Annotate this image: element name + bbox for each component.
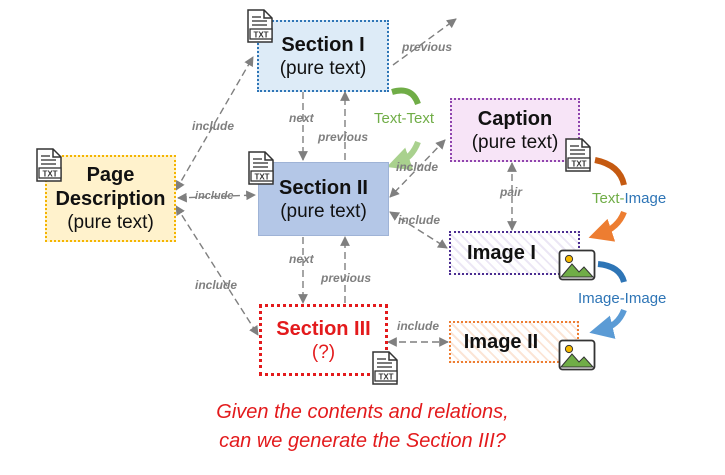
previous-edge-top: [392, 18, 457, 66]
image-2-title: Image II: [463, 331, 539, 353]
edge-label-pair: pair: [500, 185, 523, 199]
image-image-arc-bottom: [589, 308, 627, 339]
edge-label-include-image1: include: [398, 213, 441, 227]
page-description-node: Page Description (pure text): [45, 155, 176, 242]
edge-label-include-mid: include: [195, 190, 234, 202]
edge-label-include-bottom: include: [195, 278, 238, 292]
svg-text:TXT: TXT: [253, 31, 268, 40]
include-edge-section3: [175, 205, 259, 336]
text-text-arc-top: [391, 87, 421, 106]
image-1-title: Image I: [467, 242, 536, 264]
text-text-arc-bottom: [386, 140, 421, 171]
section-3-title: Section III: [276, 317, 371, 340]
edge-label-next-2: next: [289, 252, 314, 266]
section-2-subtitle: (pure text): [280, 200, 367, 222]
section-1-subtitle: (pure text): [279, 57, 367, 79]
relation-label-text-text: Text-Text: [374, 110, 435, 127]
relation-label-image-part: Image: [624, 190, 667, 207]
relation-label-image-image: Image-Image: [578, 290, 667, 307]
edge-label-previous-2: previous: [321, 271, 372, 285]
image-image-arc-top: [597, 261, 627, 283]
edge-label-include-caption: include: [396, 160, 439, 174]
svg-text:TXT: TXT: [378, 373, 393, 382]
edge-label-include-image2: include: [397, 319, 440, 333]
relation-label-text-image: Text-Image: [592, 190, 666, 207]
text-image-arc-top: [594, 157, 627, 186]
edge-label-previous-top: previous: [402, 40, 453, 54]
relation-label-text-part: Text-: [592, 190, 625, 207]
include-edge-image1: [389, 211, 448, 249]
txt-file-icon: TXT: [247, 9, 273, 43]
section-2-node: Section II (pure text): [258, 162, 389, 236]
include-edge-caption: [389, 139, 446, 198]
txt-file-icon: TXT: [372, 351, 398, 385]
include-edge-section1: [175, 56, 254, 191]
question-line-2: can we generate the Section III?: [219, 430, 506, 452]
svg-text:TXT: TXT: [42, 170, 57, 179]
section-1-node: Section I (pure text): [257, 20, 389, 92]
section-3-node: Section III (?): [259, 304, 388, 376]
image-2-node: Image II: [449, 321, 579, 363]
text-image-arc-bottom: [588, 210, 627, 242]
section-1-title: Section I: [281, 33, 365, 56]
caption-title: Caption: [477, 107, 553, 130]
edge-label-next-1: next: [289, 111, 314, 125]
page-description-line3: (pure text): [67, 212, 154, 233]
section-2-title: Section II: [279, 176, 368, 199]
section-3-subtitle: (?): [311, 341, 336, 363]
edge-label-include-top: include: [192, 119, 235, 133]
image-1-node: Image I: [449, 231, 580, 275]
image-file-icon: [558, 249, 596, 281]
caption-node: Caption (pure text): [450, 98, 580, 162]
txt-file-icon: TXT: [36, 148, 62, 182]
page-description-line2: Description: [55, 188, 166, 210]
page-description-line1: Page: [86, 164, 135, 186]
question-line-1: Given the contents and relations,: [216, 401, 509, 423]
txt-file-icon: TXT: [248, 151, 274, 185]
include-edge-section2: [177, 190, 256, 203]
svg-text:TXT: TXT: [571, 160, 586, 169]
txt-file-icon: TXT: [565, 138, 591, 172]
image-file-icon: [558, 339, 596, 371]
edge-label-previous-1: previous: [318, 130, 369, 144]
caption-subtitle: (pure text): [471, 131, 559, 153]
svg-text:TXT: TXT: [254, 173, 269, 182]
